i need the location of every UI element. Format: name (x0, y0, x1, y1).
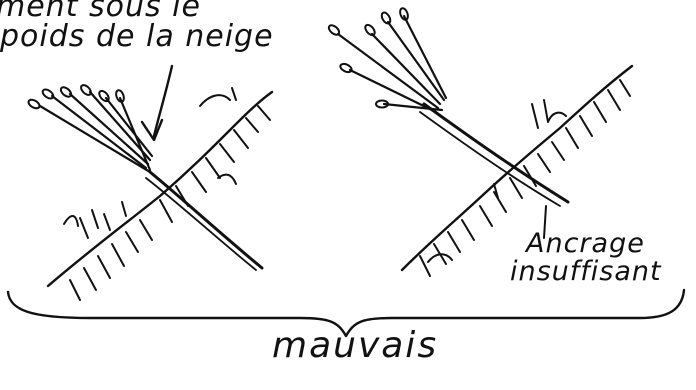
anchor-caption-line1: Ancrage (526, 230, 645, 257)
verdict-caption: mauvais (272, 328, 438, 364)
anchor-caption-line2: insuffisant (510, 258, 662, 285)
snow-weight-arrow (142, 66, 172, 140)
snow-weight-caption-line2: poids de la neige (0, 22, 274, 52)
left-bent-tree (27, 83, 262, 270)
